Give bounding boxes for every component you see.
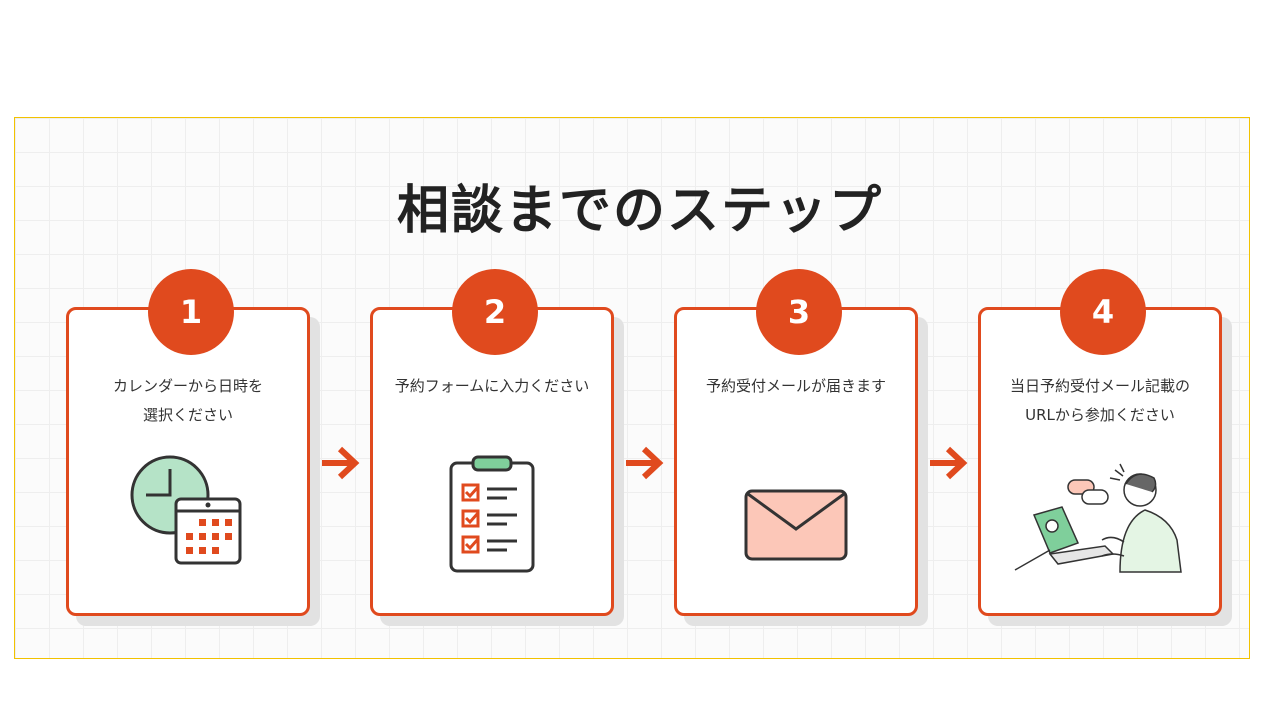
step-card-4: 4 当日予約受付メール記載の URLから参加ください: [978, 269, 1222, 616]
step-number: 2: [452, 269, 538, 355]
calendar-clock-icon: [69, 450, 307, 580]
arrow-right-icon: [626, 446, 664, 480]
step-text: 予約受付メールが届きます: [677, 372, 915, 401]
step-card-2: 2 予約フォームに入力ください: [370, 269, 614, 616]
step-text-line: 当日予約受付メール記載の: [1009, 377, 1190, 395]
arrow-right-icon: [930, 446, 968, 480]
step-text-line: 選択ください: [142, 406, 233, 424]
page-title: 相談までのステップ: [396, 181, 883, 241]
step-text-line: 予約フォームに入力ください: [394, 377, 590, 395]
online-meeting-icon: [981, 460, 1219, 575]
step-text: カレンダーから日時を選択ください: [69, 372, 307, 430]
arrow-right-icon: [322, 446, 360, 480]
step-card-1: 1 カレンダーから日時を選択ください: [66, 269, 310, 616]
step-text-line: URLから参加ください: [1025, 406, 1175, 424]
step-number: 4: [1060, 269, 1146, 355]
envelope-icon: [677, 480, 915, 570]
step-text: 予約フォームに入力ください: [373, 372, 611, 401]
step-text-line: 予約受付メールが届きます: [705, 377, 886, 395]
step-number: 3: [756, 269, 842, 355]
checklist-icon: [373, 450, 611, 580]
step-text: 当日予約受付メール記載の URLから参加ください: [981, 372, 1219, 430]
step-number: 1: [148, 269, 234, 355]
step-card-3: 3 予約受付メールが届きます: [674, 269, 918, 616]
step-text-line: カレンダーから日時を: [112, 377, 263, 395]
